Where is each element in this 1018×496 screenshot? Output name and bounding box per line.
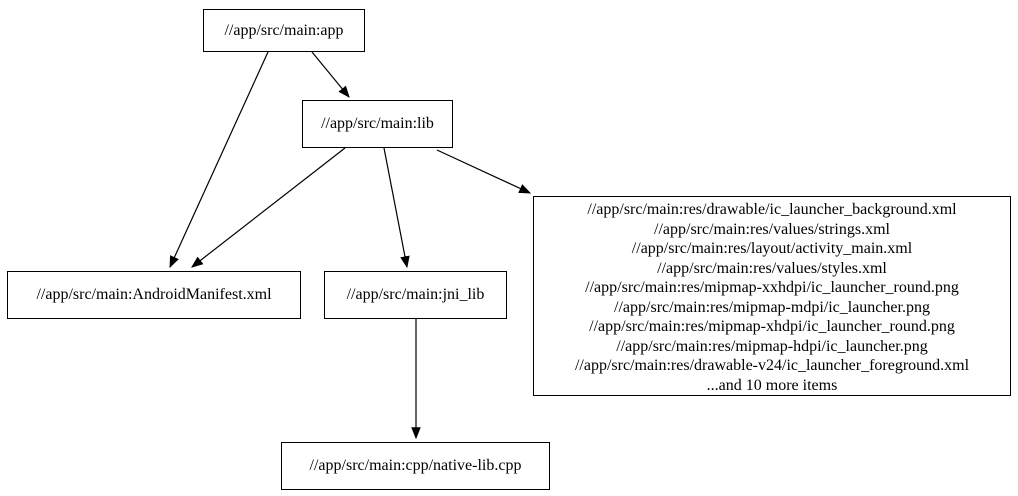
node-jni-lib-label: //app/src/main:jni_lib: [346, 286, 485, 304]
edge-lib-to-jni-lib: [383, 147, 410, 269]
node-lib: //app/src/main:lib: [302, 100, 453, 148]
node-jni-lib: //app/src/main:jni_lib: [324, 271, 507, 319]
resource-line: //app/src/main:res/mipmap-xhdpi/ic_launc…: [589, 318, 955, 335]
resource-line: //app/src/main:res/mipmap-mdpi/ic_launch…: [614, 298, 930, 316]
node-app: //app/src/main:app: [203, 9, 365, 52]
node-native-lib-cpp-label: //app/src/main:cpp/native-lib.cpp: [309, 457, 522, 475]
resource-line: //app/src/main:res/values/strings.xml: [654, 220, 890, 238]
edge-app-to-manifest: [169, 51, 269, 269]
resource-line: //app/src/main:res/layout/activity_main.…: [631, 240, 913, 257]
resource-line: //app/src/main:res/mipmap-xxhdpi/ic_laun…: [585, 279, 959, 296]
resource-line-more-items: ...and 10 more items: [706, 376, 838, 394]
resource-line: //app/src/main:res/values/styles.xml: [657, 259, 887, 277]
node-android-manifest-label: //app/src/main:AndroidManifest.xml: [36, 286, 272, 304]
edge-app-to-lib: [311, 51, 350, 98]
edge-lib-to-resources: [436, 149, 532, 194]
resource-line: //app/src/main:res/drawable/ic_launcher_…: [587, 201, 957, 218]
resource-line: //app/src/main:res/mipmap-hdpi/ic_launch…: [616, 337, 928, 355]
node-app-label: //app/src/main:app: [224, 21, 344, 39]
node-android-manifest: //app/src/main:AndroidManifest.xml: [7, 271, 301, 319]
edge-lib-to-manifest: [191, 147, 346, 268]
resource-line: //app/src/main:res/drawable-v24/ic_launc…: [574, 357, 970, 374]
node-native-lib-cpp: //app/src/main:cpp/native-lib.cpp: [281, 442, 550, 490]
node-resources-group: //app/src/main:res/drawable/ic_launcher_…: [533, 196, 1011, 396]
node-lib-label: //app/src/main:lib: [321, 115, 434, 133]
